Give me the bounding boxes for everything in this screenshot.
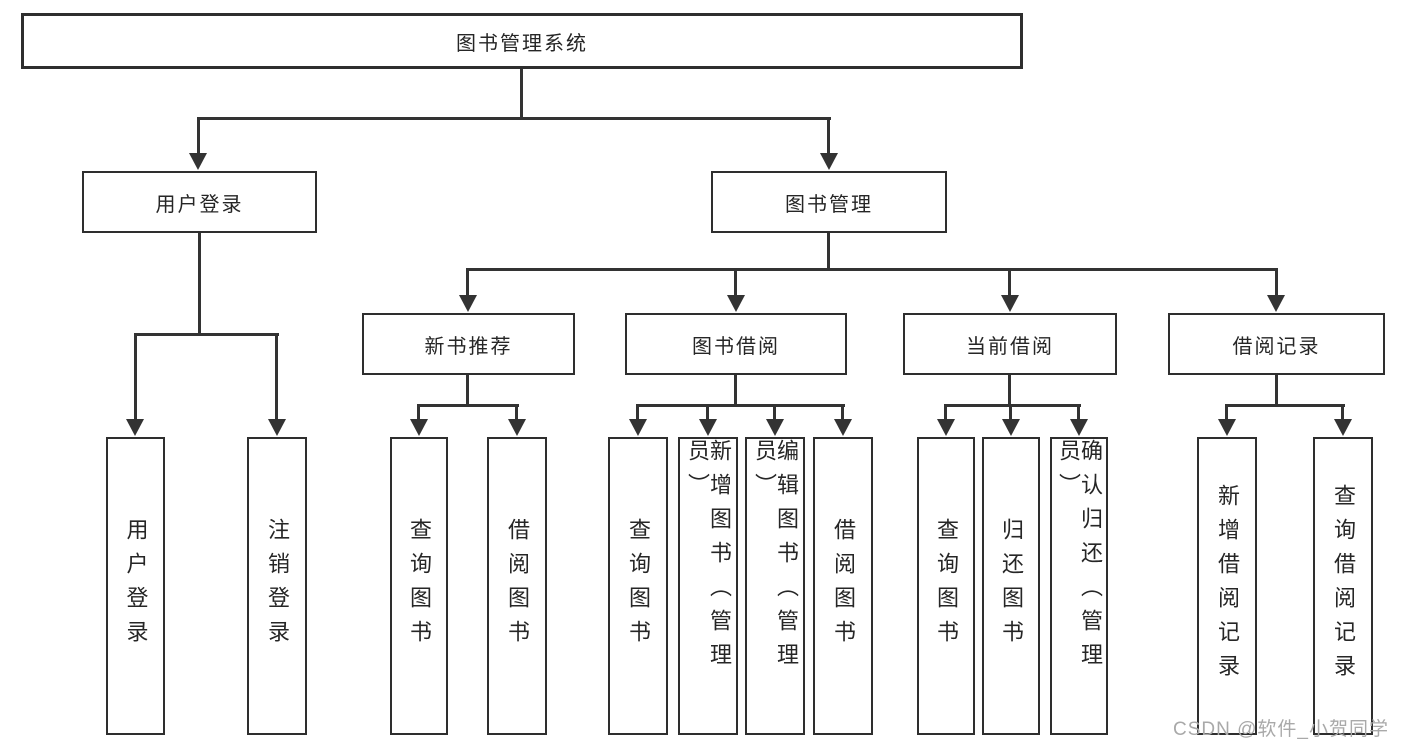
node-label: 新书推荐	[424, 335, 513, 358]
node-borrowing-records: 借阅记录	[1168, 313, 1385, 375]
connector-line	[636, 404, 639, 421]
leaf-borrow-books: 借阅图书	[813, 437, 873, 735]
connector-line	[197, 117, 200, 156]
arrow-down-icon	[126, 419, 144, 436]
connector-line	[520, 67, 523, 119]
connector-line	[515, 404, 518, 421]
arrow-down-icon	[1001, 295, 1019, 312]
connector-line	[1077, 404, 1080, 421]
connector-line	[198, 232, 201, 336]
node-label: 编辑图书（管理员）	[752, 439, 799, 677]
leaf-return-books: 归还图书	[982, 437, 1040, 735]
connector-line	[1341, 404, 1344, 421]
leaf-borrow-books-recommend: 借阅图书	[487, 437, 547, 735]
node-label: 查询图书	[407, 518, 432, 654]
node-root-system: 图书管理系统	[21, 13, 1023, 69]
node-new-book-recommend: 新书推荐	[362, 313, 575, 375]
node-book-borrowing: 图书借阅	[625, 313, 847, 375]
leaf-query-books-recommend: 查询图书	[390, 437, 448, 735]
connector-line	[944, 404, 947, 421]
node-label: 用户登录	[123, 518, 149, 654]
node-label: 借阅图书	[831, 518, 856, 654]
csdn-watermark: CSDN @软件_小贺同学	[1173, 719, 1389, 740]
connector-line	[944, 404, 1081, 407]
arrow-down-icon	[820, 153, 838, 170]
node-label: 注销登录	[265, 518, 290, 654]
leaf-query-borrow-record: 查询借阅记录	[1313, 437, 1373, 735]
arrow-down-icon	[766, 419, 784, 436]
arrow-down-icon	[268, 419, 286, 436]
connector-line	[734, 268, 737, 298]
node-label: 图书管理	[785, 193, 873, 216]
arrow-down-icon	[1218, 419, 1236, 436]
connector-line	[827, 117, 830, 156]
connector-line	[466, 374, 469, 407]
leaf-confirm-return-admin: 确认归还（管理员）	[1050, 437, 1108, 735]
arrow-down-icon	[727, 295, 745, 312]
node-label: 确认归还（管理员）	[1056, 439, 1103, 677]
arrow-down-icon	[1002, 419, 1020, 436]
node-label: 归还图书	[999, 518, 1024, 654]
connector-line	[1008, 268, 1011, 298]
arrow-down-icon	[410, 419, 428, 436]
arrow-down-icon	[1267, 295, 1285, 312]
leaf-query-books-borrowing: 查询图书	[608, 437, 668, 735]
connector-line	[1008, 374, 1011, 407]
node-label: 图书管理系统	[456, 32, 588, 55]
leaf-logout: 注销登录	[247, 437, 307, 735]
connector-line	[827, 232, 830, 271]
connector-line	[773, 404, 776, 421]
connector-line	[197, 117, 831, 120]
leaf-user-login: 用户登录	[106, 437, 165, 735]
arrow-down-icon	[629, 419, 647, 436]
connector-line	[417, 404, 420, 421]
arrow-down-icon	[459, 295, 477, 312]
arrow-down-icon	[189, 153, 207, 170]
connector-line	[1275, 268, 1278, 298]
node-label: 查询借阅记录	[1331, 484, 1356, 688]
connector-line	[734, 374, 737, 407]
connector-line	[636, 404, 845, 407]
connector-line	[466, 268, 469, 298]
node-book-management: 图书管理	[711, 171, 947, 233]
node-label: 查询图书	[934, 518, 959, 654]
arrow-down-icon	[937, 419, 955, 436]
connector-line	[1225, 404, 1228, 421]
leaf-add-borrow-record: 新增借阅记录	[1197, 437, 1257, 735]
connector-line	[1009, 404, 1012, 421]
arrow-down-icon	[1334, 419, 1352, 436]
connector-line	[1275, 374, 1278, 407]
connector-line	[134, 333, 279, 336]
connector-line	[275, 333, 278, 422]
arrow-down-icon	[1070, 419, 1088, 436]
node-label: 借阅记录	[1232, 335, 1321, 358]
connector-line	[1225, 404, 1345, 407]
node-user-login: 用户登录	[82, 171, 317, 233]
node-label: 新增借阅记录	[1215, 484, 1240, 688]
node-label: 图书借阅	[692, 335, 780, 358]
connector-line	[134, 333, 137, 422]
connector-line	[841, 404, 844, 421]
leaf-add-books-admin: 新增图书（管理员）	[678, 437, 738, 735]
leaf-query-books-current: 查询图书	[917, 437, 975, 735]
node-label: 借阅图书	[505, 518, 530, 654]
node-current-borrowing: 当前借阅	[903, 313, 1117, 375]
arrow-down-icon	[699, 419, 717, 436]
leaf-edit-books-admin: 编辑图书（管理员）	[745, 437, 805, 735]
node-label: 查询图书	[626, 518, 651, 654]
arrow-down-icon	[508, 419, 526, 436]
connector-line	[706, 404, 709, 421]
connector-line	[466, 268, 1278, 271]
node-label: 用户登录	[155, 193, 244, 216]
arrow-down-icon	[834, 419, 852, 436]
node-label: 新增图书（管理员）	[685, 439, 732, 677]
node-label: 当前借阅	[966, 335, 1054, 358]
connector-line	[417, 404, 519, 407]
